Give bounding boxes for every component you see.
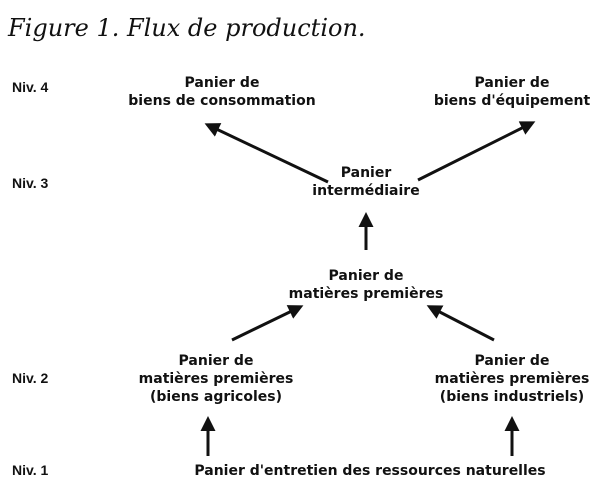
- node-line: Panier de: [475, 75, 550, 91]
- node-line: Panier de: [179, 353, 254, 369]
- node-entretien: Panier d'entretien des ressources nature…: [194, 463, 545, 479]
- level-3-label: Niv. 3: [12, 175, 49, 191]
- arrow-to-equipement: [417, 121, 536, 182]
- node-line: Panier d'entretien des ressources nature…: [194, 463, 545, 479]
- node-matieres: Panier de matières premières: [289, 268, 444, 302]
- level-1-label: Niv. 1: [12, 462, 49, 478]
- arrow-industriels-to-matieres: [426, 305, 495, 342]
- node-line: Panier de: [329, 268, 404, 284]
- node-line: biens d'équipement: [434, 93, 591, 109]
- figure-title: Figure 1. Flux de production.: [7, 14, 366, 42]
- node-intermediaire: Panier intermédiaire: [312, 165, 419, 199]
- node-line: (biens industriels): [440, 389, 584, 405]
- arrow-agricoles-to-matieres: [231, 305, 304, 342]
- node-line: biens de consommation: [128, 93, 315, 109]
- node-line: matières premières: [289, 286, 444, 302]
- node-line: intermédiaire: [312, 183, 419, 199]
- node-line: Panier de: [475, 353, 550, 369]
- level-2-label: Niv. 2: [12, 370, 49, 386]
- node-line: Panier: [341, 165, 392, 181]
- node-agricoles: Panier de matières premières (biens agri…: [139, 353, 294, 405]
- node-equipement: Panier de biens d'équipement: [434, 75, 591, 109]
- node-line: Panier de: [185, 75, 260, 91]
- node-consommation: Panier de biens de consommation: [128, 75, 315, 109]
- node-line: (biens agricoles): [150, 389, 282, 405]
- node-line: matières premières: [435, 371, 590, 387]
- level-4-label: Niv. 4: [12, 79, 49, 95]
- node-industriels: Panier de matières premières (biens indu…: [435, 353, 590, 405]
- node-line: matières premières: [139, 371, 294, 387]
- arrow-to-consommation: [204, 123, 329, 184]
